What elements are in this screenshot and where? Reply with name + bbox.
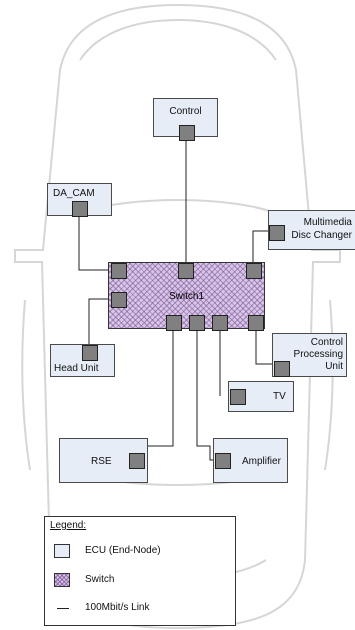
ecu-control: Control xyxy=(153,98,218,137)
ecu-head-unit: Head Unit xyxy=(50,344,115,377)
ecu-cpu-label-1: Control xyxy=(311,337,343,349)
switch1: Switch1 xyxy=(108,262,265,329)
port-cpu xyxy=(274,361,290,377)
switch-port-bottom-2 xyxy=(189,315,205,331)
port-da-cam xyxy=(72,201,88,217)
ecu-amplifier: Amplifier xyxy=(213,438,288,483)
ecu-multimedia-label-2: Disc Changer xyxy=(291,230,352,242)
ecu-da-cam: DA_CAM xyxy=(47,183,112,216)
switch-port-bottom-1 xyxy=(166,315,182,331)
ecu-multimedia-label-1: Multimedia xyxy=(304,217,352,229)
ecu-multimedia-disc-changer: Multimedia Disc Changer xyxy=(268,210,355,250)
ecu-amplifier-label: Amplifier xyxy=(242,456,281,468)
legend-switch-label: Switch xyxy=(85,574,114,585)
ecu-cpu-label-3: Unit xyxy=(325,361,343,373)
ecu-cpu-label-2: Processing xyxy=(294,349,343,361)
port-multimedia xyxy=(269,225,285,241)
switch-port-top-right xyxy=(246,263,262,279)
ecu-rse-label: RSE xyxy=(91,456,112,468)
port-control xyxy=(179,125,195,141)
ecu-da-cam-label: DA_CAM xyxy=(53,188,95,200)
ecu-tv: TV xyxy=(228,381,294,412)
ecu-control-label: Control xyxy=(154,106,217,118)
ecu-tv-label: TV xyxy=(273,391,286,403)
legend-link-label: 100Mbit/s Link xyxy=(85,602,149,613)
legend-title: Legend: xyxy=(50,520,86,531)
port-head-unit xyxy=(82,345,98,361)
switch-port-top-left xyxy=(111,263,127,279)
switch-port-bottom-3 xyxy=(212,315,228,331)
port-rse xyxy=(129,453,145,469)
ecu-head-unit-label: Head Unit xyxy=(54,363,98,375)
legend-link-line xyxy=(57,608,69,609)
switch-port-left xyxy=(111,292,127,308)
ecu-control-processing-unit: Control Processing Unit xyxy=(272,333,347,377)
port-amplifier xyxy=(215,453,231,469)
switch-port-bottom-4 xyxy=(248,315,264,331)
switch-port-top-mid xyxy=(178,263,194,279)
ecu-rse: RSE xyxy=(59,438,148,483)
switch1-label: Switch1 xyxy=(109,291,264,302)
port-tv xyxy=(230,389,246,405)
legend: Legend: ECU (End-Node) Switch 100Mbit/s … xyxy=(44,516,236,626)
legend-ecu-label: ECU (End-Node) xyxy=(85,545,161,556)
legend-ecu-swatch xyxy=(54,544,70,558)
legend-switch-swatch xyxy=(54,573,70,587)
